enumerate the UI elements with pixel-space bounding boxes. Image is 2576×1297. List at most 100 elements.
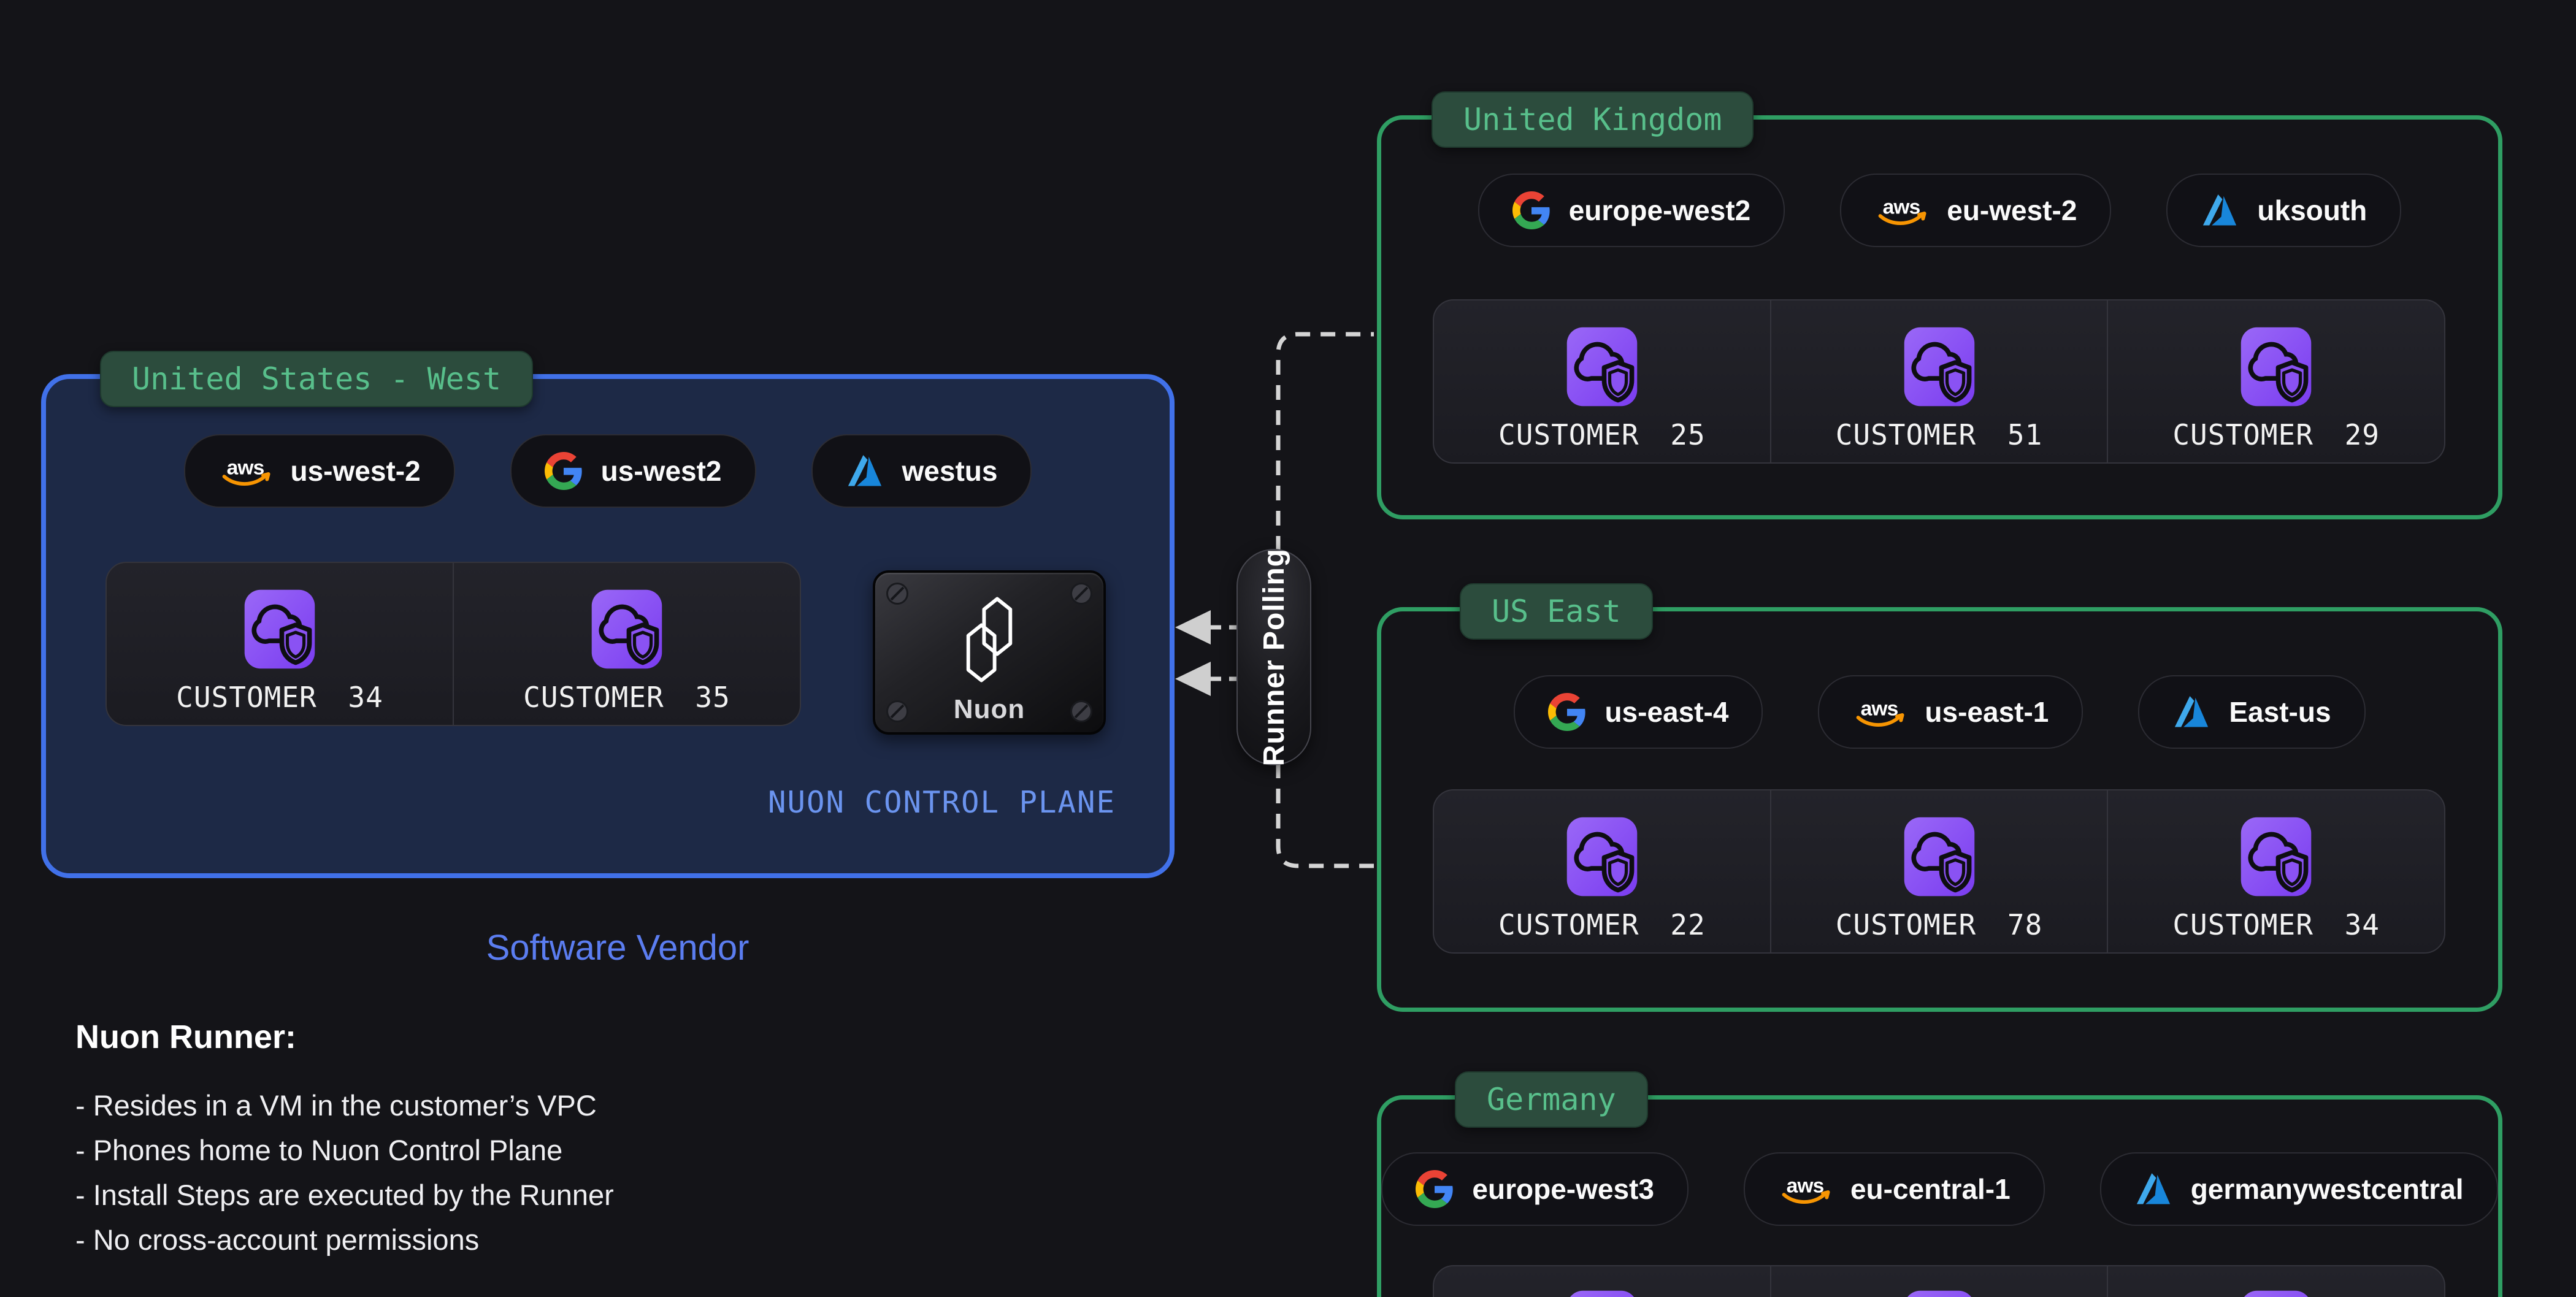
cloud-region-name: europe-west2 [1568,194,1751,226]
aws-icon [1852,694,1906,730]
nuon-logo-icon [956,594,1022,686]
customer-cloud-shield-icon [2240,1290,2312,1297]
cloud-region-name: us-east-1 [1925,696,2049,728]
google-cloud-icon [1548,693,1586,731]
provider-badge: uksouth [2166,174,2402,247]
provider-badge: europe-west3 [1381,1152,1689,1226]
cloud-region-name: us-west2 [600,455,722,487]
region-box-uk: United Kingdom europe-west2 eu-west-2 uk… [1377,91,2502,519]
cloud-region-name: uksouth [2257,194,2367,226]
customer-label: CUSTOMER 34 [2172,908,2380,941]
azure-icon [2172,693,2210,731]
region-label-text: US East [1492,594,1621,629]
google-cloud-icon [1512,191,1551,229]
customer-label: CUSTOMER 51 [1835,418,2043,451]
customer-cell: CUSTOMER 51 [1769,300,2107,462]
cloud-region-name: us-east-4 [1604,696,1729,728]
customer-cloud-shield-icon [1903,816,1976,897]
region-box-germany: Germany europe-west3 eu-central-1 german… [1377,1071,2502,1297]
azure-icon [846,452,884,490]
note-bullet: - Install Steps are executed by the Runn… [75,1179,614,1211]
provider-badge: us-west-2 [183,434,455,508]
provider-badges-row: europe-west2 eu-west-2 uksouth [1381,174,2498,247]
customer-cell: CUSTOMER 22 [1434,790,1770,952]
region-label-text: United Kingdom [1463,102,1722,137]
customer-label: CUSTOMER 78 [1835,908,2043,941]
customer-cell: CUSTOMER 78 [1769,790,2107,952]
notes-bullets: - Resides in a VM in the customer’s VPC -… [75,1083,614,1262]
customers-row: CUSTOMER 22 CUSTOMER 78 CUSTOMER 34 [1433,789,2445,954]
provider-badge: East-us [2138,675,2366,749]
nuon-label: Nuon [953,694,1025,724]
customer-cell [2107,1266,2444,1297]
cloud-region-name: eu-central-1 [1850,1173,2011,1205]
customer-cell: CUSTOMER 34 [2107,790,2444,952]
vendor-region-label-text: United States - West [132,361,502,397]
customer-cloud-shield-icon [2240,326,2312,407]
region-label-text: Germany [1487,1082,1616,1117]
customers-row: CUSTOMER 25 CUSTOMER 51 CUSTOMER 29 [1433,299,2445,464]
provider-badges-row: us-east-4 us-east-1 East-us [1381,675,2498,749]
vendor-provider-badges-row: us-west-2 us-west2 westus [46,434,1170,508]
customer-cell: CUSTOMER 34 [107,563,453,725]
customer-cloud-shield-icon [2240,816,2312,897]
customer-label: CUSTOMER 34 [176,681,383,714]
dotted-path-to-us-east [1276,763,1374,868]
aws-icon [1778,1171,1832,1207]
cloud-region-name: europe-west3 [1472,1173,1654,1205]
cloud-region-name: westus [902,455,998,487]
cloud-region-name: eu-west-2 [1947,194,2077,226]
runner-polling-label: Runner Polling [1257,548,1290,767]
screw-icon [1070,700,1092,722]
aws-icon [1874,193,1928,228]
customer-cloud-shield-icon [243,589,316,670]
region-box-us-east: US East us-east-4 us-east-1 East-us CUST… [1377,583,2502,1012]
provider-badge: us-east-1 [1818,675,2083,749]
cloud-region-name: East-us [2229,696,2331,728]
provider-badge: westus [811,434,1032,508]
arrow-head-bottom [1175,662,1211,696]
note-bullet: - Resides in a VM in the customer’s VPC [75,1089,597,1122]
notes-heading: Nuon Runner: [75,1019,296,1055]
customer-cloud-shield-icon [591,589,663,670]
cloud-region-name: us-west-2 [290,455,421,487]
screw-icon [886,583,908,605]
note-bullet: - No cross-account permissions [75,1223,480,1256]
note-bullet: - Phones home to Nuon Control Plane [75,1134,563,1166]
provider-badge: europe-west2 [1478,174,1785,247]
customer-cell [1434,1266,1770,1297]
provider-badges-row: europe-west3 eu-central-1 germanywestcen… [1381,1152,2498,1226]
provider-badge: us-east-4 [1514,675,1763,749]
customer-cell [1769,1266,2107,1297]
customer-cloud-shield-icon [1566,816,1638,897]
customer-cell: CUSTOMER 25 [1434,300,1770,462]
software-vendor-box: United States - West us-west-2 us-west2 … [41,351,1175,878]
nuon-runner-notes: Nuon Runner: - Resides in a VM in the cu… [75,1018,614,1262]
customer-label: CUSTOMER 35 [523,681,730,714]
nuon-control-plane-label: NUON CONTROL PLANE [767,785,1116,820]
dotted-path-to-uk [1276,332,1374,551]
provider-badge: eu-central-1 [1743,1152,2045,1226]
provider-badge: us-west2 [510,434,756,508]
azure-icon [2134,1170,2172,1208]
region-label: US East [1460,583,1653,640]
software-vendor-caption: Software Vendor [486,928,749,968]
provider-badge: eu-west-2 [1840,174,2112,247]
vendor-main-row: CUSTOMER 34 CUSTOMER 35 Nuon [105,562,1106,735]
customer-cloud-shield-icon [1903,1290,1976,1297]
screw-icon [1070,583,1092,605]
cloud-region-name: germanywestcentral [2190,1173,2464,1205]
customer-cloud-shield-icon [1566,1290,1638,1297]
azure-icon [2201,191,2239,229]
vendor-region-label: United States - West [100,351,534,407]
provider-badge: germanywestcentral [2099,1152,2498,1226]
region-label: United Kingdom [1432,91,1754,148]
customers-row [1433,1265,2445,1297]
customer-label: CUSTOMER 29 [2172,418,2380,451]
customer-cell: CUSTOMER 29 [2107,300,2444,462]
customer-cell: CUSTOMER 35 [453,563,800,725]
region-label: Germany [1455,1071,1648,1128]
customer-cloud-shield-icon [1566,326,1638,407]
customer-cloud-shield-icon [1903,326,1976,407]
customer-label: CUSTOMER 25 [1498,418,1706,451]
